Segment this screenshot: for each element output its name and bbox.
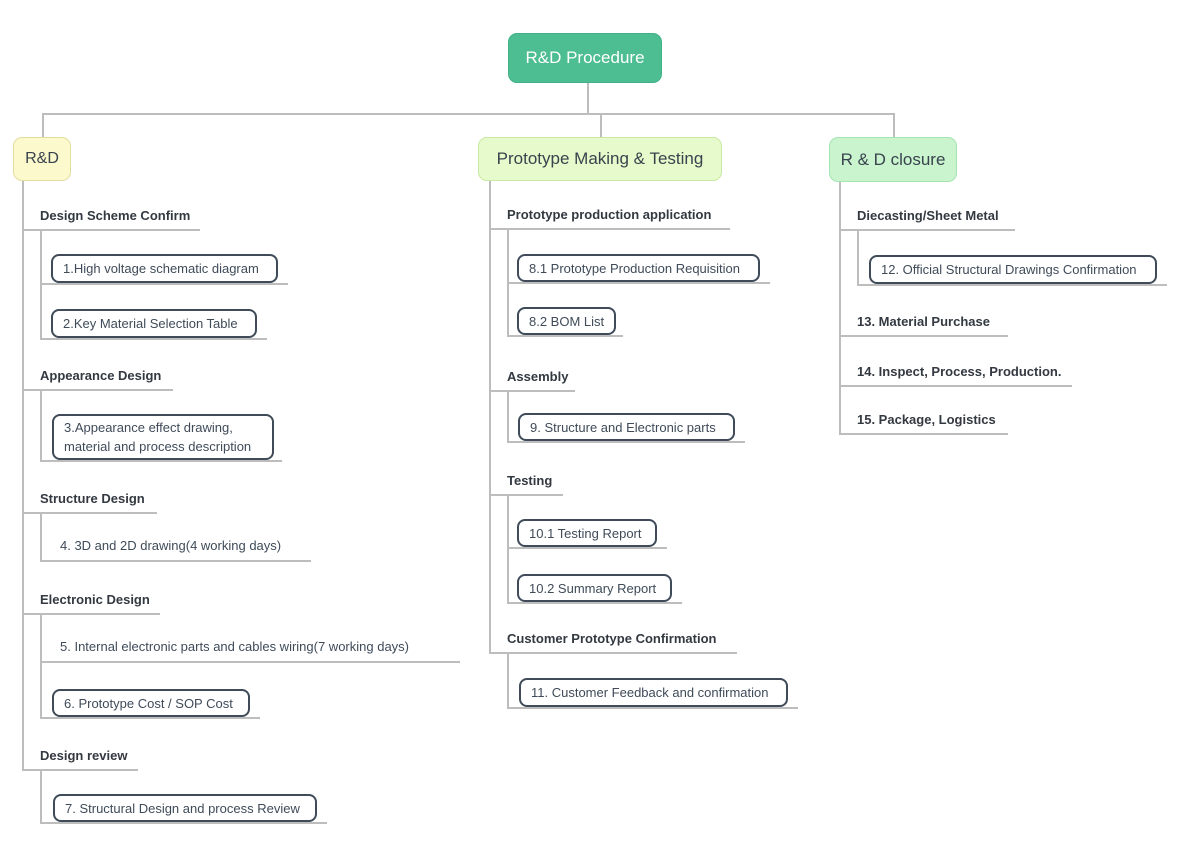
connector-line — [40, 512, 42, 560]
topic-box-6[interactable]: 6. Prototype Cost / SOP Cost — [52, 689, 250, 717]
connector-line — [839, 385, 1072, 387]
connector-line — [839, 182, 841, 433]
connector-line — [507, 228, 509, 335]
connector-line — [857, 229, 859, 284]
connector-line — [22, 769, 138, 771]
topic-underline-5[interactable]: 5. Internal electronic parts and cables … — [60, 639, 410, 654]
section-title-structure-design[interactable]: Structure Design — [40, 491, 145, 506]
section-title-inspect-process-production[interactable]: 14. Inspect, Process, Production. — [857, 364, 1062, 379]
connector-line — [40, 338, 267, 340]
connector-line — [857, 284, 1167, 286]
branch-node-rd[interactable]: R&D — [13, 137, 71, 181]
topic-box-8-1[interactable]: 8.1 Prototype Production Requisition — [517, 254, 760, 282]
connector-line — [507, 282, 770, 284]
connector-line — [489, 390, 575, 392]
section-title-material-purchase[interactable]: 13. Material Purchase — [857, 314, 990, 329]
connector-line — [40, 389, 42, 460]
connector-line — [40, 769, 42, 822]
connector-line — [40, 822, 327, 824]
connector-line — [507, 707, 798, 709]
connector-line — [893, 113, 895, 137]
topic-box-8-2[interactable]: 8.2 BOM List — [517, 307, 617, 335]
connector-line — [489, 652, 737, 654]
topic-box-3[interactable]: 3.Appearance effect drawing, material an… — [52, 414, 274, 460]
connector-line — [600, 113, 602, 137]
connector-line — [40, 560, 311, 562]
connector-line — [507, 547, 667, 549]
connector-line — [839, 229, 1015, 231]
topic-box-7[interactable]: 7. Structural Design and process Review — [53, 794, 317, 822]
connector-line — [507, 390, 509, 441]
section-title-appearance-design[interactable]: Appearance Design — [40, 368, 162, 383]
connector-line — [22, 389, 173, 391]
connector-line — [507, 602, 682, 604]
connector-line — [40, 661, 460, 663]
connector-line — [489, 494, 563, 496]
section-title-design-scheme-confirm[interactable]: Design Scheme Confirm — [40, 208, 191, 223]
topic-box-10-1[interactable]: 10.1 Testing Report — [517, 519, 657, 547]
connector-line — [839, 335, 1008, 337]
connector-line — [40, 613, 42, 717]
section-title-assembly[interactable]: Assembly — [507, 369, 569, 384]
topic-box-9[interactable]: 9. Structure and Electronic parts — [518, 413, 735, 441]
connector-line — [22, 512, 157, 514]
topic-box-11[interactable]: 11. Customer Feedback and confirmation — [519, 678, 788, 707]
topic-box-12[interactable]: 12. Official Structural Drawings Confirm… — [869, 255, 1157, 284]
connector-line — [40, 460, 282, 462]
section-title-testing[interactable]: Testing — [507, 473, 553, 488]
connector-line — [507, 335, 623, 337]
topic-box-10-2[interactable]: 10.2 Summary Report — [517, 574, 672, 602]
root-node[interactable]: R&D Procedure — [508, 33, 662, 83]
connector-line — [22, 229, 200, 231]
section-title-prototype-production-application[interactable]: Prototype production application — [507, 207, 712, 222]
connector-line — [40, 283, 288, 285]
section-title-diecasting-sheet-metal[interactable]: Diecasting/Sheet Metal — [857, 208, 999, 223]
section-title-design-review[interactable]: Design review — [40, 748, 128, 763]
topic-underline-4[interactable]: 4. 3D and 2D drawing(4 working days) — [60, 538, 282, 553]
section-title-customer-prototype-confirmation[interactable]: Customer Prototype Confirmation — [507, 631, 717, 646]
connector-line — [22, 181, 24, 770]
branch-node-rd-closure[interactable]: R & D closure — [829, 137, 957, 182]
connector-line — [42, 113, 44, 137]
connector-line — [839, 433, 1008, 435]
connector-line — [40, 717, 260, 719]
connector-line — [489, 228, 730, 230]
branch-node-prototype-making-testing[interactable]: Prototype Making & Testing — [478, 137, 722, 181]
topic-box-1[interactable]: 1.High voltage schematic diagram — [51, 254, 278, 283]
section-title-electronic-design[interactable]: Electronic Design — [40, 592, 150, 607]
connector-line — [42, 113, 893, 115]
section-title-package-logistics[interactable]: 15. Package, Logistics — [857, 412, 996, 427]
connector-line — [587, 83, 589, 113]
connector-line — [507, 652, 509, 707]
connector-line — [22, 613, 160, 615]
connector-line — [507, 441, 745, 443]
connector-line — [489, 181, 491, 652]
topic-box-2[interactable]: 2.Key Material Selection Table — [51, 309, 257, 338]
